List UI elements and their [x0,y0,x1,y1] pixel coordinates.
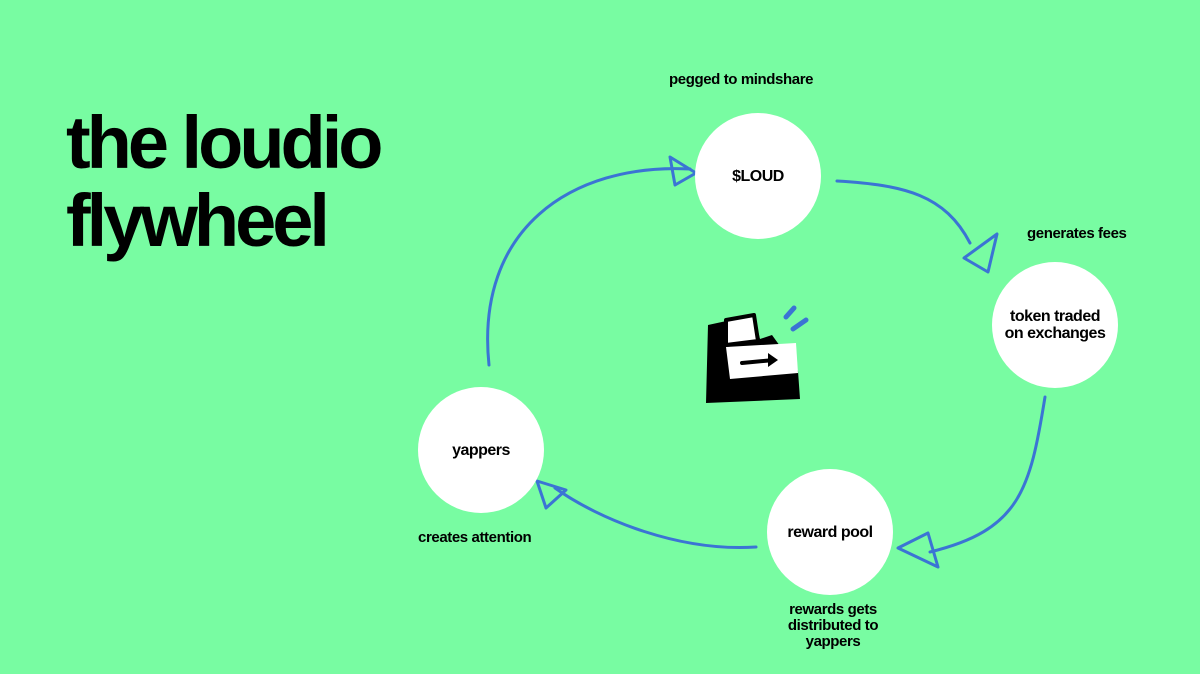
arrowhead-loud [668,155,698,187]
node-yappers: yappers [418,387,544,513]
page-title: the loudio flywheel [66,101,383,262]
node-token-traded: token traded on exchanges [992,262,1118,388]
cash-register-box-icon [706,305,809,403]
node-reward-pool: reward pool [767,469,893,595]
caption-fees: generates fees [1027,225,1127,242]
caption-attention: creates attention [418,529,532,546]
title-line-2: flywheel [66,179,330,262]
arrowhead-exchanges [962,232,999,274]
arrowhead-reward [896,531,940,569]
caption-rewards-line-1: rewards gets [789,601,877,618]
node-loud: $LOUD [695,113,821,239]
arrow-loud-to-exchanges [835,179,972,245]
node-token-traded-label-2: on exchanges [1004,325,1106,342]
caption-pegged: pegged to mindshare [669,71,814,88]
arrowhead-yappers [535,479,568,510]
caption-rewards-line-3: yappers [805,633,861,650]
title-line-1: the loudio [66,101,383,184]
node-token-traded-label-1: token traded [1009,308,1101,325]
caption-rewards: rewards gets distributed to yappers [760,602,906,650]
node-loud-label: $LOUD [732,167,784,185]
node-yappers-label: yappers [452,441,510,459]
caption-rewards-line-2: distributed to [787,617,879,634]
arrow-yappers-to-loud [486,167,692,367]
arrow-reward-to-yappers [553,486,758,550]
node-reward-pool-label: reward pool [787,523,873,541]
arrow-exchanges-to-reward [928,395,1047,554]
